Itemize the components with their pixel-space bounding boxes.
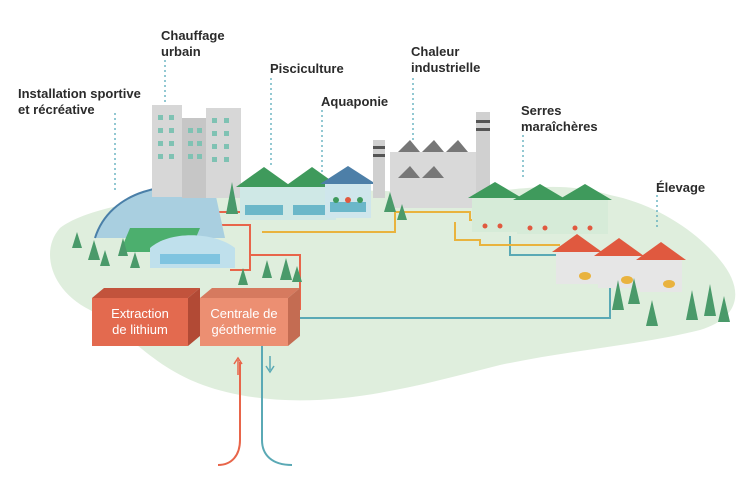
down-arrow-icon <box>265 356 275 374</box>
up-arrow-icon <box>233 356 243 375</box>
ground-island <box>50 186 736 401</box>
sports-dome <box>94 185 235 268</box>
pisciculture-greenhouses <box>236 167 340 220</box>
centrale-box <box>200 288 300 346</box>
hot-well-pipe <box>217 362 241 466</box>
yellow-pipe-serres <box>454 222 560 246</box>
aquaponie-greenhouse <box>320 166 376 218</box>
trees <box>72 182 730 326</box>
orange-pipe-pool <box>230 255 251 271</box>
well-pipes <box>217 346 293 466</box>
serres-greenhouses <box>468 182 612 234</box>
factory <box>373 112 490 208</box>
label-pisciculture: Pisciculture <box>270 61 344 76</box>
apartment-towers <box>152 105 241 198</box>
label-aquaponie: Aquaponie <box>321 94 389 109</box>
extraction-box <box>92 288 200 346</box>
cold-well-pipe <box>261 346 293 466</box>
elevage-barns <box>552 234 686 292</box>
label-elevage: Élevage <box>656 180 706 195</box>
leader-lines <box>114 60 658 230</box>
